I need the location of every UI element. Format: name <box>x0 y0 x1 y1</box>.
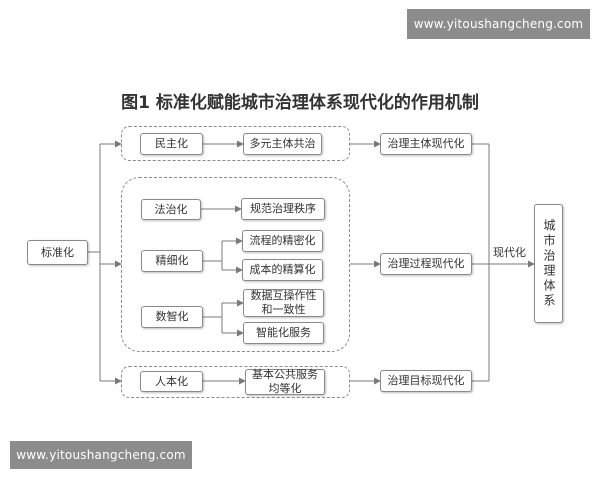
node-humanization: 人本化 <box>140 371 203 392</box>
watermark-top: www.yitoushangcheng.com <box>407 9 590 39</box>
node-cost-precision: 成本的精算化 <box>242 259 323 281</box>
node-digital-intelligence: 数智化 <box>141 306 203 328</box>
diagram-title: 图1 标准化赋能城市治理体系现代化的作用机制 <box>121 93 479 113</box>
modernization-label: 现代化 <box>493 246 526 259</box>
node-subject-modern: 治理主体现代化 <box>380 133 472 155</box>
node-process-modern: 治理过程现代化 <box>380 253 472 275</box>
node-norm-order: 规范治理秩序 <box>241 198 325 220</box>
node-process-precision: 流程的精密化 <box>242 230 323 252</box>
node-smart-service: 智能化服务 <box>243 322 324 344</box>
node-public-service: 基本公共服务 均等化 <box>245 368 325 395</box>
node-standardization: 标准化 <box>27 240 88 265</box>
node-refinement: 精细化 <box>141 250 203 272</box>
node-goal-modern: 治理目标现代化 <box>380 370 472 392</box>
group-process <box>121 177 350 352</box>
node-democratization: 民主化 <box>140 133 203 155</box>
node-multi-subject: 多元主体共治 <box>243 133 322 155</box>
node-data-interop: 数据互操作性 和一致性 <box>243 289 324 317</box>
node-rule-of-law: 法治化 <box>141 199 201 220</box>
watermark-bottom: www.yitoushangcheng.com <box>10 441 192 469</box>
group-democratization <box>121 126 350 161</box>
node-city-system: 城市治理体系 <box>534 204 563 323</box>
group-humanization <box>121 366 350 398</box>
